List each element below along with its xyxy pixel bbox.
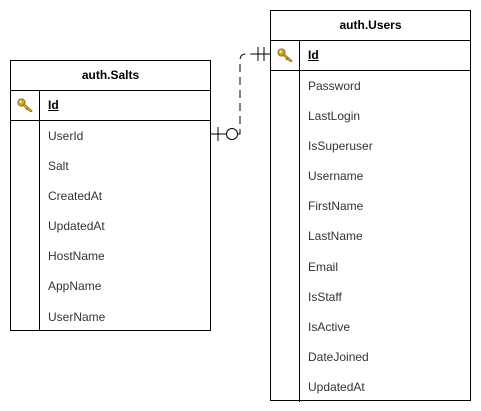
field-list: UserId Salt CreatedAt UpdatedAt HostName…	[11, 121, 210, 331]
entity-title: auth.Users	[271, 11, 470, 41]
field-row[interactable]: UserName	[48, 309, 106, 324]
field-row[interactable]: HostName	[48, 249, 105, 264]
entity-auth-salts[interactable]: auth.Salts Id UserId Salt CreatedAt Upda…	[10, 60, 211, 331]
key-icon	[17, 98, 33, 112]
field-row[interactable]: Email	[308, 259, 339, 274]
entity-auth-users[interactable]: auth.Users Id Password LastLogin IsSuper…	[270, 10, 471, 402]
field-row[interactable]: CreatedAt	[48, 189, 103, 204]
primary-key-row[interactable]: Id	[271, 41, 470, 71]
field-row[interactable]: Salt	[48, 159, 69, 174]
key-icon	[277, 48, 293, 62]
key-cell	[271, 41, 300, 70]
key-cell	[11, 91, 40, 120]
field-row[interactable]: IsStaff	[308, 289, 342, 304]
field-row[interactable]: UpdatedAt	[308, 379, 365, 394]
entity-title: auth.Salts	[11, 61, 210, 91]
field-row[interactable]: IsSuperuser	[308, 139, 373, 154]
field-list: Password LastLogin IsSuperuser Username …	[271, 71, 470, 402]
field-row[interactable]: IsActive	[308, 319, 351, 334]
field-row[interactable]: UserId	[48, 129, 84, 143]
cardinality-circle-icon	[226, 128, 238, 140]
field-row[interactable]: LastName	[308, 229, 363, 244]
field-row[interactable]: LastLogin	[308, 109, 361, 124]
field-row[interactable]: AppName	[48, 279, 102, 294]
field-row[interactable]: UpdatedAt	[48, 219, 105, 234]
field-row[interactable]: DateJoined	[308, 349, 369, 364]
primary-key-row[interactable]: Id	[11, 91, 210, 121]
primary-key-label: Id	[308, 48, 319, 62]
field-row[interactable]: Password	[308, 79, 361, 93]
primary-key-label: Id	[48, 98, 59, 112]
relationship-line	[211, 53, 270, 135]
field-row[interactable]: FirstName	[308, 199, 364, 214]
field-row[interactable]: Username	[308, 169, 364, 184]
